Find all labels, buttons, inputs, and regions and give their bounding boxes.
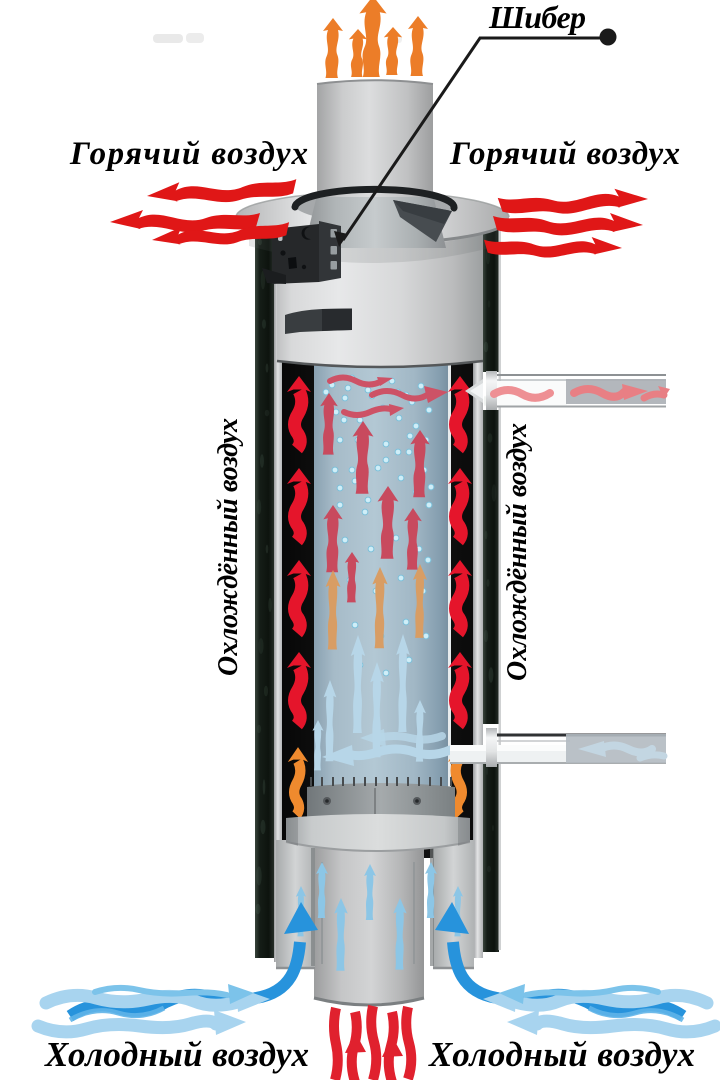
svg-text:Холодный воздух: Холодный воздух xyxy=(428,1035,695,1074)
svg-text:Горячий воздух: Горячий воздух xyxy=(69,136,308,172)
svg-text:Охлождённый воздух: Охлождённый воздух xyxy=(213,418,244,676)
svg-text:Холодный воздух: Холодный воздух xyxy=(44,1035,309,1074)
svg-text:Шибер: Шибер xyxy=(488,0,586,35)
svg-text:Охлождённый воздух: Охлождённый воздух xyxy=(502,423,533,681)
svg-text:Горячий воздух: Горячий воздух xyxy=(449,136,680,172)
